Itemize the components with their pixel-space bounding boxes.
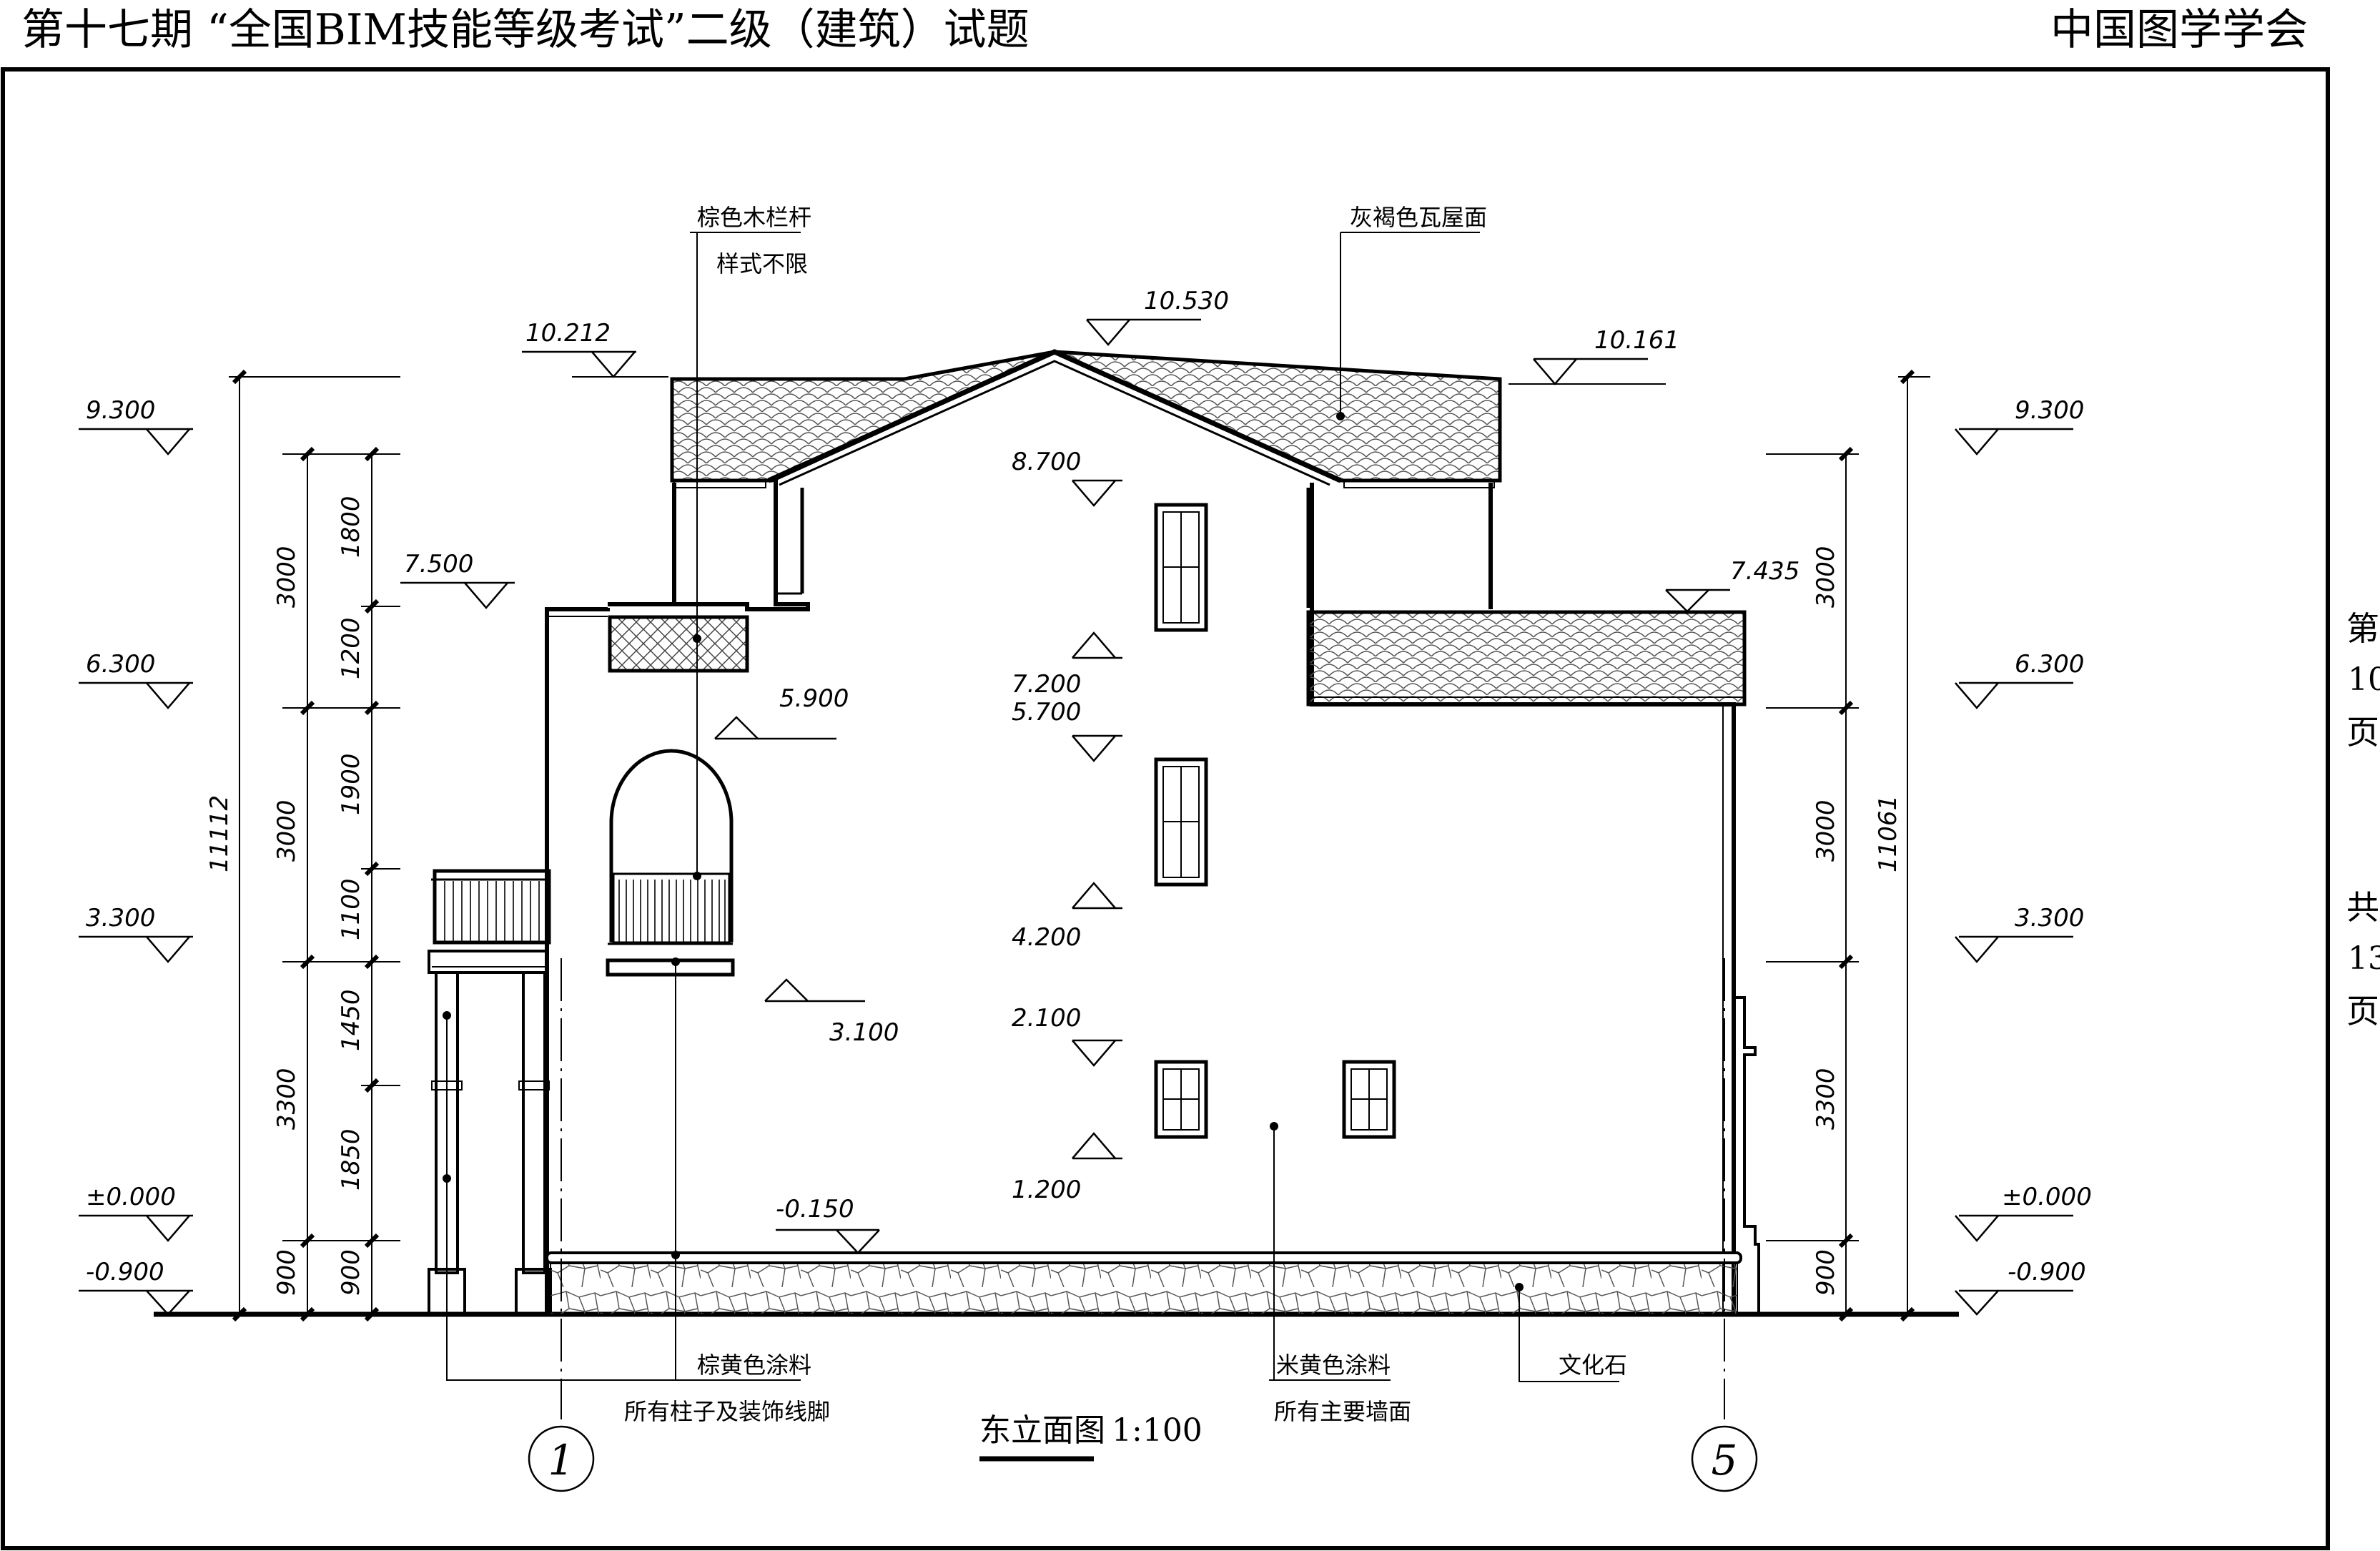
level-6300-right: 6.300 (2015, 650, 2084, 679)
dim-left-3000-mid: 3000 (272, 799, 301, 862)
drawing-scale: 1:100 (1112, 1412, 1203, 1449)
note-stone: 文化石 (1559, 1351, 1627, 1379)
page-title: 第十七期 “全国BIM技能等级考试”二级（建筑）试题 (21, 5, 1029, 55)
dim-left-total: 11112 (205, 795, 234, 872)
roof-fascia-left (673, 480, 766, 488)
arched-railing-bars (618, 880, 726, 942)
level-3300-right: 3.300 (2015, 904, 2084, 932)
level-3300-left: 3.300 (86, 904, 155, 932)
note-leaders (443, 232, 1619, 1382)
total-pages-number: 13 (2348, 940, 2380, 977)
level-9300-right: 9.300 (2015, 396, 2084, 425)
organization-name: 中国图学学会 (2050, 5, 2308, 55)
level-5900: 5.900 (779, 684, 849, 713)
level-m0900-left: -0.900 (86, 1258, 164, 1286)
window-middle (1154, 757, 1208, 887)
lower-roof-right (1306, 610, 1747, 706)
dim-right-3000-top: 3000 (1812, 546, 1840, 608)
dim-left-1200: 1200 (337, 617, 365, 679)
note-paint-brown-1: 棕黄色涂料 (697, 1351, 811, 1379)
right-dimension-lines (1766, 376, 1930, 1315)
arched-opening (609, 749, 734, 942)
level-5700: 5.700 (1012, 698, 1081, 727)
total-label-2: 页 (2346, 992, 2379, 1030)
page-label-2: 页 (2346, 713, 2379, 752)
dim-right-900: 900 (1812, 1249, 1840, 1296)
arched-balcony-railing (612, 872, 731, 944)
level-7435: 7.435 (1730, 557, 1799, 586)
left-dimension-lines (229, 376, 400, 1315)
dim-left-1850: 1850 (337, 1128, 365, 1191)
gable-inner (779, 360, 1330, 486)
dim-left-1900: 1900 (337, 753, 365, 815)
window-upper (1154, 503, 1208, 632)
porch-column-band-right (518, 1080, 550, 1090)
drawing-title: 东立面图 (979, 1412, 1105, 1449)
level-1200: 1.200 (1012, 1176, 1081, 1204)
level-8700: 8.700 (1012, 448, 1081, 476)
level-3100: 3.100 (829, 1018, 899, 1047)
level-9300-left: 9.300 (86, 396, 155, 425)
porch-beam (428, 950, 548, 974)
level-10530: 10.530 (1144, 287, 1229, 315)
level-0000-left: ±0.000 (86, 1183, 176, 1211)
note-railing-2: 样式不限 (716, 250, 808, 277)
level-ref-lines (572, 376, 1666, 385)
porch-column-right (522, 971, 546, 1274)
main-roof-left (670, 350, 1056, 483)
level-0000-right: ±0.000 (2002, 1183, 2092, 1211)
note-paint-beige-1: 米黄色涂料 (1276, 1351, 1391, 1379)
note-railing-1: 棕色木栏杆 (697, 204, 811, 231)
balcony-lattice (608, 615, 749, 673)
axis-bubble-5 (1691, 1425, 1758, 1492)
level-7200: 7.200 (1012, 670, 1081, 699)
level-marker-symbols (79, 318, 2073, 1316)
axis-label-1: 1 (548, 1436, 575, 1484)
note-roof: 灰褐色瓦屋面 (1350, 204, 1487, 231)
right-dimension-ticks (1838, 369, 1915, 1322)
level-6300-left: 6.300 (86, 650, 155, 679)
arched-balcony-slab (606, 958, 735, 977)
porch-railing (433, 869, 551, 945)
page-number: 10 (2348, 661, 2380, 698)
dim-right-3000-mid: 3000 (1812, 799, 1840, 862)
window-lower-right (1342, 1060, 1396, 1139)
dim-left-1100: 1100 (337, 878, 365, 940)
dim-left-1800: 1800 (337, 496, 365, 558)
level-4200: 4.200 (1012, 923, 1081, 952)
page-label-1: 第 (2346, 609, 2379, 648)
plinth-line (545, 1251, 1742, 1264)
dim-left-3300: 3300 (272, 1068, 301, 1130)
level-2100: 2.100 (1012, 1004, 1081, 1033)
dim-left-900b: 900 (337, 1249, 365, 1296)
level-7500: 7.500 (404, 550, 473, 578)
level-10161: 10.161 (1594, 326, 1679, 355)
dim-left-1450: 1450 (337, 989, 365, 1051)
total-label-1: 共 (2346, 888, 2379, 927)
note-paint-brown-2: 所有柱子及装饰线脚 (624, 1398, 830, 1425)
roof-fascia-right (1343, 480, 1495, 488)
left-dimension-ticks (232, 369, 380, 1322)
dim-left-3000-top: 3000 (272, 546, 301, 608)
axis-label-5: 5 (1712, 1436, 1738, 1484)
note-paint-beige-2: 所有主要墙面 (1274, 1398, 1411, 1425)
dim-right-total: 11061 (1874, 795, 1902, 872)
level-m0150: -0.150 (776, 1195, 854, 1223)
dim-right-3300: 3300 (1812, 1068, 1840, 1130)
porch-railing-bars (444, 881, 540, 942)
gable-outline (767, 349, 1342, 483)
drawing-frame (1, 67, 2330, 1550)
stone-base (550, 1254, 1738, 1315)
level-10212: 10.212 (525, 319, 611, 348)
level-m0900-right: -0.900 (2008, 1258, 2086, 1286)
window-lower-left (1154, 1060, 1208, 1139)
right-side-trim (1734, 996, 1760, 1314)
axis-bubble-1 (528, 1425, 595, 1492)
dim-left-900: 900 (272, 1249, 301, 1296)
